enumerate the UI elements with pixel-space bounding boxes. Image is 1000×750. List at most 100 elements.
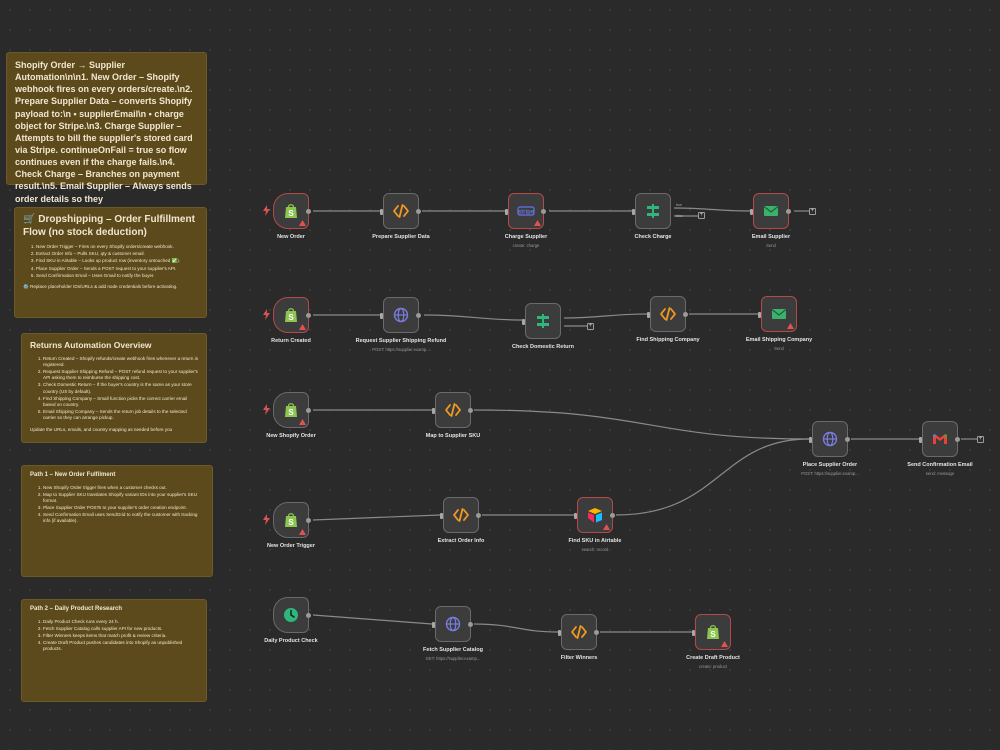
- trigger-bolt-icon: [263, 404, 270, 415]
- code-icon: [393, 204, 409, 218]
- shopify-icon: S: [285, 204, 297, 218]
- node-return-created[interactable]: S Return Created: [263, 297, 311, 344]
- svg-text:S: S: [288, 313, 294, 322]
- node-prepare-supplier-data[interactable]: Prepare Supplier Data: [372, 193, 430, 240]
- node-label: New Order: [277, 234, 305, 240]
- globe-icon: [822, 431, 838, 447]
- true-branch-label: true: [675, 203, 682, 207]
- globe-icon: [393, 307, 409, 323]
- input-port[interactable]: [380, 313, 383, 319]
- summary-note[interactable]: Shopify Order → Supplier Automation\n\n1…: [6, 52, 207, 204]
- add-node-button[interactable]: +: [698, 212, 705, 219]
- input-port[interactable]: [919, 437, 922, 443]
- list-item: Return Created – Shopify refunds/create …: [43, 356, 198, 368]
- input-port[interactable]: [809, 437, 812, 443]
- if-branch-icon: [647, 204, 659, 218]
- input-port[interactable]: [432, 622, 435, 628]
- node-daily-product-check[interactable]: Daily Product Check: [264, 597, 318, 644]
- list-item: Email Shipping Company – Sends the retur…: [43, 409, 198, 421]
- output-port[interactable]: [683, 312, 688, 317]
- node-label: Filter Winners: [560, 655, 598, 661]
- output-port[interactable]: [306, 518, 311, 523]
- output-port[interactable]: [845, 437, 850, 442]
- email-icon: [771, 309, 787, 319]
- output-port[interactable]: [468, 408, 473, 413]
- warning-icon: [603, 524, 610, 530]
- if-branch-icon: [537, 314, 549, 328]
- add-node-button[interactable]: +: [587, 323, 594, 330]
- node-label: New Order Trigger: [267, 543, 315, 549]
- output-port[interactable]: [306, 613, 311, 618]
- output-port[interactable]: [468, 622, 473, 627]
- email-icon: [763, 206, 779, 216]
- node-filter-winners[interactable]: Filter Winners: [558, 614, 599, 661]
- node-map-to-supplier-sku[interactable]: Map to Supplier SKU: [426, 392, 480, 439]
- output-port[interactable]: [610, 513, 615, 518]
- input-port[interactable]: [522, 319, 525, 325]
- shopify-icon: S: [285, 513, 297, 527]
- path1-note[interactable]: Path 1 – New Order Fulfilment New Shopif…: [21, 465, 213, 577]
- output-port[interactable]: [955, 437, 960, 442]
- input-port[interactable]: [574, 513, 577, 519]
- output-port[interactable]: [416, 313, 421, 318]
- output-port[interactable]: [594, 630, 599, 635]
- input-port[interactable]: [758, 312, 761, 318]
- list-item: Send Confirmation Email – Uses Gmail to …: [36, 273, 198, 279]
- wire-refund-to-check-domestic: [423, 314, 523, 321]
- output-port[interactable]: [306, 313, 311, 318]
- input-port[interactable]: [632, 209, 635, 215]
- output-port[interactable]: [786, 209, 791, 214]
- path2-note[interactable]: Path 2 – Daily Product Research Daily Pr…: [21, 599, 207, 702]
- list-item: Request Supplier Shipping Refund – POST …: [43, 369, 198, 381]
- input-port[interactable]: [558, 630, 561, 636]
- input-port[interactable]: [505, 209, 508, 215]
- code-icon: [445, 403, 461, 417]
- add-node-button[interactable]: +: [977, 436, 984, 443]
- warning-icon: [299, 220, 306, 226]
- trigger-bolt-icon: [263, 309, 270, 320]
- input-port[interactable]: [692, 630, 695, 636]
- output-port[interactable]: [306, 209, 311, 214]
- input-port[interactable]: [380, 209, 383, 215]
- node-new-shopify-order[interactable]: S New Shopify Order: [263, 392, 316, 439]
- input-port[interactable]: [432, 408, 435, 414]
- list-item: New Shopify Order trigger fires when a c…: [43, 485, 204, 491]
- node-new-order-trigger[interactable]: S New Order Trigger: [263, 502, 315, 549]
- dropshipping-note[interactable]: 🛒 Dropshipping – Order Fulfillment Flow …: [14, 207, 207, 318]
- clock-icon: [284, 608, 298, 622]
- returns-note[interactable]: Returns Automation Overview Return Creat…: [21, 333, 207, 443]
- warning-icon: [299, 419, 306, 425]
- add-node-button[interactable]: +: [809, 208, 816, 215]
- output-port[interactable]: [476, 513, 481, 518]
- node-find-shipping-company[interactable]: Find Shipping Company: [636, 296, 700, 343]
- node-check-domestic-return[interactable]: Check Domestic Return: [512, 303, 574, 350]
- output-port[interactable]: [416, 209, 421, 214]
- node-check-charge[interactable]: true false Check Charge: [632, 193, 683, 240]
- false-branch-label: false: [675, 214, 683, 218]
- output-port[interactable]: [306, 408, 311, 413]
- warning-icon: [299, 529, 306, 535]
- input-port[interactable]: [647, 312, 650, 318]
- node-new-order[interactable]: S New Order: [263, 193, 311, 240]
- airtable-icon: [588, 508, 602, 523]
- list-item: Filter Winners keeps items that match pr…: [43, 633, 198, 639]
- node-extract-order-info[interactable]: Extract Order Info: [438, 497, 484, 544]
- node-label: Return Created: [271, 338, 311, 344]
- input-port[interactable]: [440, 513, 443, 519]
- input-port[interactable]: [750, 209, 753, 215]
- path1-note-title: Path 1 – New Order Fulfilment: [30, 472, 116, 478]
- output-port[interactable]: [541, 209, 546, 214]
- list-item: Daily Product Check runs every 24 h.: [43, 619, 198, 625]
